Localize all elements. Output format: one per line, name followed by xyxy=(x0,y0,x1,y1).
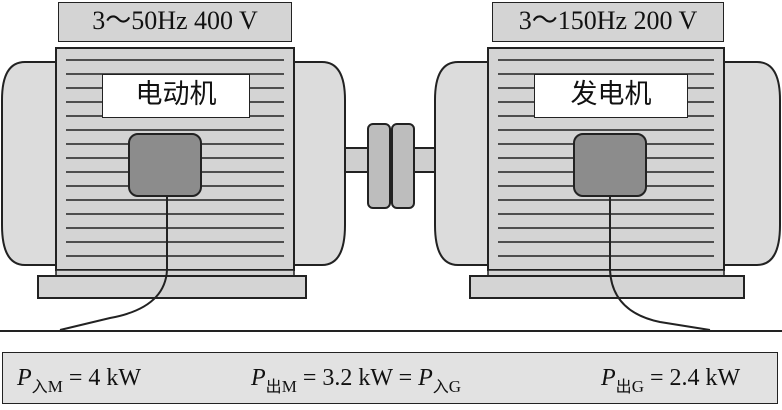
power-symbol: P xyxy=(418,365,433,391)
motor-base xyxy=(37,275,307,299)
generator-name-label: 发电机 xyxy=(534,74,688,118)
value-text: = 4 kW xyxy=(68,365,141,391)
generator-base xyxy=(469,275,745,299)
generator-right-end-cap xyxy=(721,61,781,266)
machines-drawing xyxy=(0,47,782,332)
motor-terminal-box xyxy=(128,133,202,197)
coupling-flange-right xyxy=(391,123,415,209)
power-symbol: P xyxy=(17,365,32,391)
power-symbol: P xyxy=(601,365,616,391)
value-text: = 2.4 kW xyxy=(649,365,741,391)
motor-right-end-cap xyxy=(291,61,346,266)
motor-output-power: P出M = 3.2 kW = P入G xyxy=(251,365,461,397)
power-formula-bar: P入M = 4 kW P出M = 3.2 kW = P入G P出G = 2.4 … xyxy=(2,352,778,404)
generator-output-power: P出G = 2.4 kW xyxy=(601,365,740,397)
generator-terminal-box xyxy=(573,133,647,197)
motor-name-label: 电动机 xyxy=(102,74,250,118)
motor-rating-label: 3～50Hz 400 V xyxy=(58,2,292,42)
motor-cable xyxy=(59,196,168,331)
value-text: = 3.2 kW = xyxy=(302,365,419,391)
power-symbol: P xyxy=(251,365,266,391)
generator-rating-label: 3～150Hz 200 V xyxy=(492,2,724,42)
subscript: 出G xyxy=(615,377,644,396)
generator-cable xyxy=(609,196,711,331)
subscript: 出M xyxy=(265,377,297,396)
coupling-flange-left xyxy=(367,123,391,209)
shaft-coupling xyxy=(344,123,437,209)
motor-left-end-cap xyxy=(1,61,59,266)
motor xyxy=(1,47,346,331)
subscript: 入M xyxy=(31,377,63,396)
generator-left-end-cap xyxy=(434,61,491,266)
motor-input-power: P入M = 4 kW xyxy=(17,365,141,397)
subscript: 入G xyxy=(432,377,462,396)
